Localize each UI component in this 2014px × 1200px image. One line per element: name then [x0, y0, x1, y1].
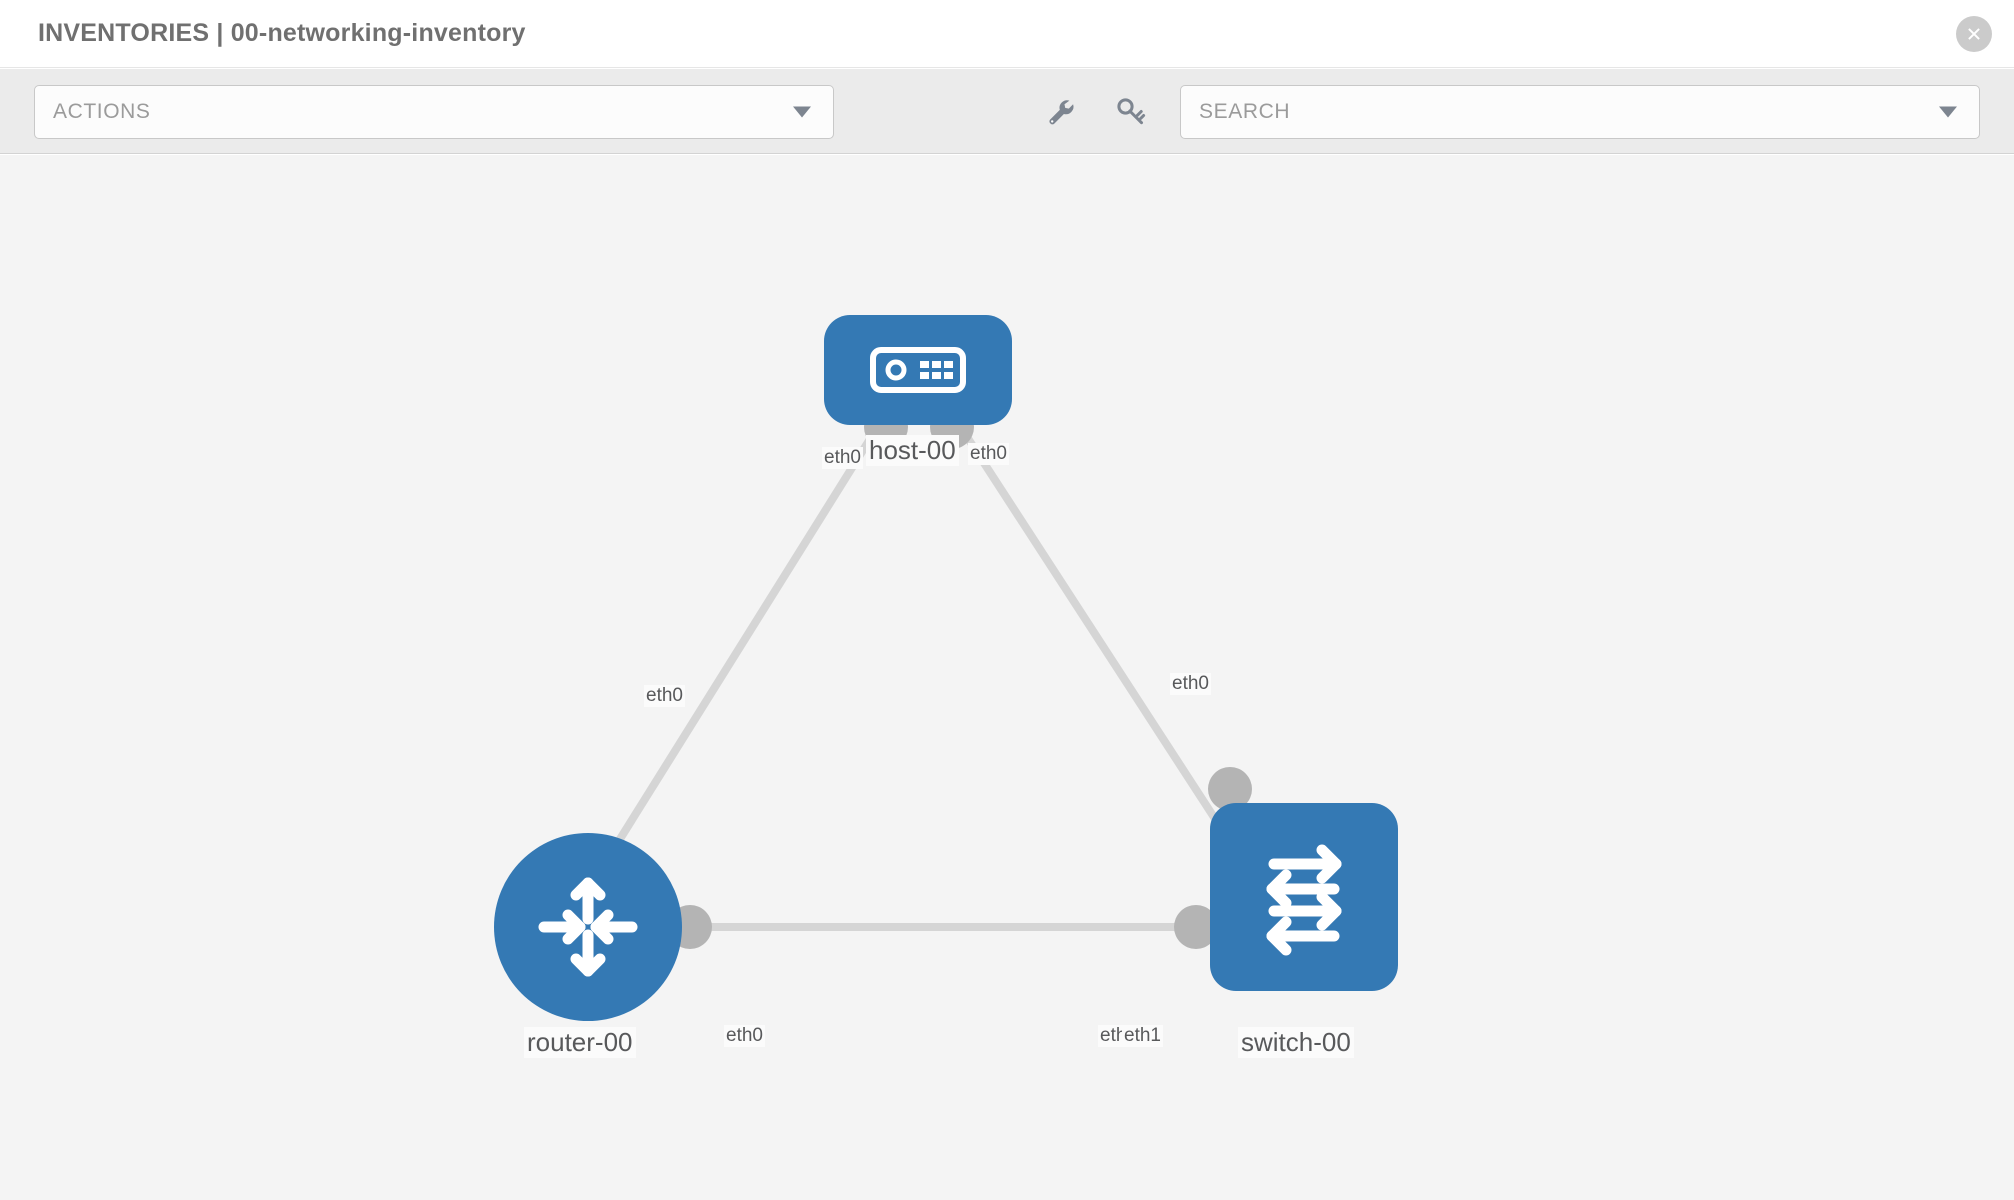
iface-label-router00-up: eth0 — [644, 685, 685, 707]
chevron-down-icon — [793, 106, 811, 118]
endpoint-switch00-left — [1174, 905, 1218, 949]
topology-canvas[interactable]: host-00 router-00 — [0, 155, 2014, 1200]
wrench-icon[interactable] — [1040, 91, 1082, 133]
node-switch-00-shape[interactable] — [1210, 803, 1398, 991]
search-field-wrapper[interactable] — [1180, 85, 1980, 139]
router-arrows-icon — [538, 877, 638, 977]
topology-links-layer — [606, 405, 1252, 949]
iface-label-host00-right: eth0 — [968, 443, 1009, 465]
iface-label-switch00-up: eth0 — [1170, 673, 1211, 695]
node-host-00-label: host-00 — [866, 435, 959, 466]
node-router-00-label: router-00 — [524, 1027, 636, 1058]
close-icon[interactable] — [1956, 16, 1992, 52]
link-host00-switch00 — [954, 420, 1236, 848]
actions-dropdown[interactable]: ACTIONS — [34, 85, 834, 139]
link-host00-router00 — [606, 420, 884, 858]
server-icon — [870, 347, 966, 393]
node-router-00-shape[interactable] — [494, 833, 682, 1021]
endpoint-switch00-top — [1208, 767, 1252, 811]
node-host-00-shape[interactable] — [824, 315, 1012, 425]
iface-label-router00-right: eth0 — [724, 1025, 765, 1047]
key-icon[interactable] — [1110, 91, 1152, 133]
search-chevron-down-icon[interactable] — [1939, 106, 1957, 118]
iface-label-switch00-left: eth1 — [1122, 1025, 1163, 1047]
page-header: INVENTORIES | 00-networking-inventory — [0, 0, 2014, 68]
node-switch-00-label: switch-00 — [1238, 1027, 1354, 1058]
page-title: INVENTORIES | 00-networking-inventory — [38, 19, 526, 47]
toolbar: ACTIONS — [0, 69, 2014, 154]
switch-arrows-icon — [1266, 844, 1342, 956]
iface-label-host00-left: eth0 — [822, 447, 863, 469]
search-input[interactable] — [1199, 100, 1899, 124]
actions-dropdown-label: ACTIONS — [53, 100, 151, 123]
